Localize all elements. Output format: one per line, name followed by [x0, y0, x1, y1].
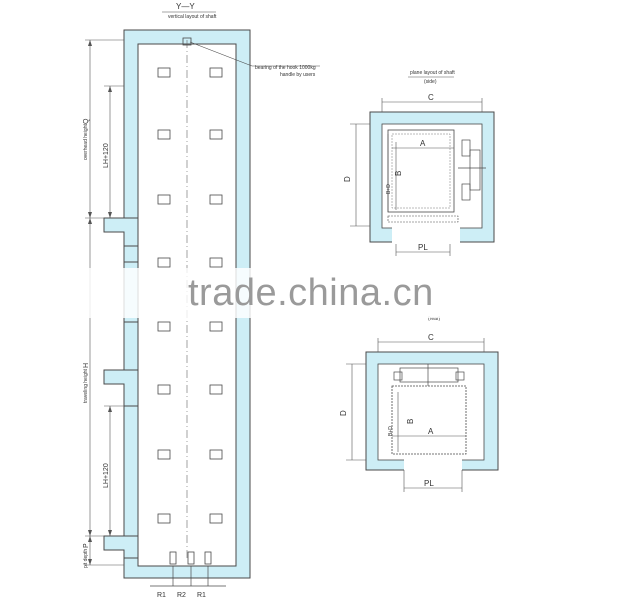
reaction-label-r1-right: R1: [197, 592, 206, 599]
plan-side: plane layout of shaft (side): [343, 70, 495, 256]
lh-label-lower: LH+120: [103, 463, 110, 488]
plan-rear-rails: [393, 364, 465, 386]
plan-rear-dim-d: D: [339, 410, 348, 416]
section-title: Y—Y: [176, 2, 195, 11]
plan-rear-door-gap: [404, 458, 462, 472]
watermark-text: trade.china.cn: [188, 272, 434, 314]
plan-rear-car: [391, 385, 467, 455]
plan-rear-dim-c: C: [428, 333, 434, 342]
plan-rear: (rear) C D A B B+D PL: [339, 316, 499, 492]
plan-side-dim-a: A: [420, 139, 426, 148]
plan-side-dim-bd: B+D: [386, 184, 392, 194]
landing-slab-top: [103, 217, 139, 247]
hook-note-line2: handle by users: [280, 72, 316, 78]
dim-q-label: Q: [83, 118, 90, 124]
plan-rear-subtitle: (rear): [428, 316, 441, 322]
plan-side-car-inner: [391, 133, 451, 209]
plan-side-shaft: [381, 123, 483, 229]
landing-slab-bottom: [103, 535, 139, 559]
dim-p-sub: pit depth: [83, 549, 89, 568]
reaction-label-r2: R2: [177, 592, 186, 599]
lh-label-upper: LH+120: [103, 143, 110, 168]
rail-brackets: [157, 67, 223, 524]
plan-side-dim-d: D: [343, 176, 352, 182]
plan-rear-dim-b: B: [406, 419, 415, 424]
section-subtitle: vertical layout of shaft: [168, 14, 217, 20]
hook-leader: [189, 41, 253, 67]
plan-rear-dim-pl: PL: [424, 479, 434, 488]
watermark-band: [0, 268, 636, 318]
plan-side-title: plane layout of shaft: [410, 70, 455, 76]
plan-side-door-gap: [392, 226, 460, 244]
plan-rear-dim-bd: B+D: [388, 426, 394, 436]
hook-note-line1: bearing of the hook 1000kg: [255, 65, 316, 71]
plan-side-dims: [350, 98, 483, 256]
pit-buffers: [169, 551, 212, 565]
dim-p-label: P: [83, 543, 90, 548]
plan-side-door: [387, 215, 459, 223]
plan-side-dim-pl: PL: [418, 243, 428, 252]
dim-arrows: [88, 40, 112, 565]
plan-rear-dim-a: A: [428, 427, 434, 436]
plan-side-subtitle: (side): [424, 79, 437, 85]
landing-slab-lower-mid: [103, 369, 139, 407]
reaction-arrows: [150, 566, 226, 587]
plan-side-dim-c: C: [428, 93, 434, 102]
hook-icon: [182, 37, 192, 46]
plan-side-rails: [458, 139, 486, 201]
plan-rear-dims: [346, 338, 485, 492]
dim-h-sub: traveling height: [83, 368, 89, 403]
plan-side-dim-b: B: [394, 171, 403, 176]
reaction-label-r1-left: R1: [157, 592, 166, 599]
dim-h-label: H: [83, 363, 90, 368]
dim-q-sub: overhead height: [83, 124, 89, 160]
